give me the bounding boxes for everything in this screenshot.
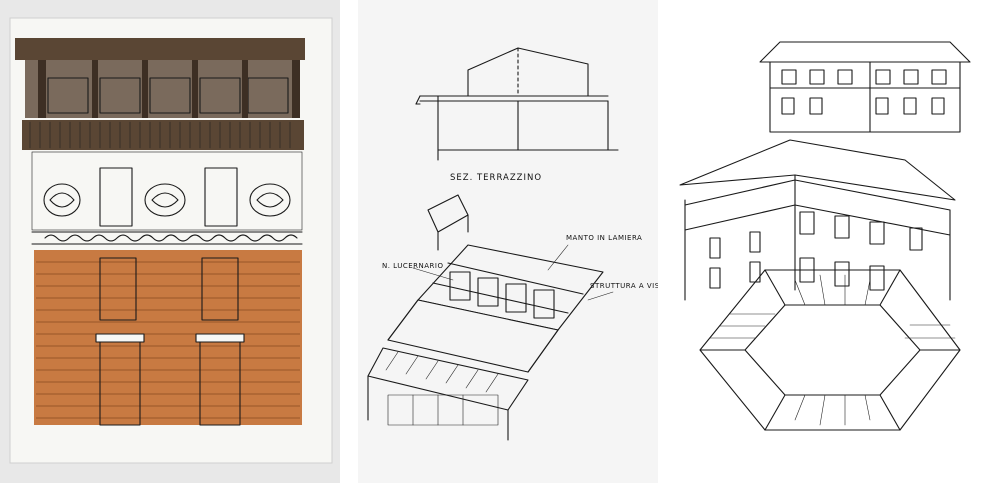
- facade-sketch: [9, 17, 333, 464]
- frieze: [31, 151, 303, 231]
- terrace-sketch-panel: SEZ. TERRAZZINO: [358, 0, 658, 483]
- attic-wall: [25, 60, 295, 118]
- cornice-hatching: [29, 121, 291, 149]
- main-cornice: [22, 120, 304, 150]
- axonometric-skylight: [367, 194, 604, 441]
- upper-facade: [759, 41, 971, 133]
- terrace-sketches: SEZ. TERRAZZINO: [367, 47, 658, 441]
- frieze-windows: [99, 167, 238, 227]
- frieze-ornaments: [43, 183, 291, 217]
- svg-text:STRUTTURA A VISTA: STRUTTURA A VISTA: [590, 282, 658, 290]
- building-sketches: [679, 41, 971, 431]
- annotation-manto: MANTO IN LAMIERA: [547, 234, 642, 271]
- window-pediments: [95, 333, 245, 343]
- corner-building: [679, 139, 956, 301]
- section-label: SEZ. TERRAZZINO: [450, 173, 542, 183]
- brick-hatching: [36, 261, 300, 419]
- octagonal-roof: [699, 269, 961, 431]
- building-sketch-panel: [670, 0, 1000, 483]
- facade-sketch-panel: [0, 0, 340, 483]
- top-cornice: [15, 38, 305, 60]
- svg-text:N. LUCERNARIO: N. LUCERNARIO: [382, 262, 444, 270]
- annotation-lucernario: N. LUCERNARIO: [382, 262, 454, 281]
- brick-wall: [34, 250, 302, 425]
- svg-text:MANTO IN LAMIERA: MANTO IN LAMIERA: [566, 234, 642, 242]
- section-drawing: [415, 47, 619, 161]
- attic-piers: [38, 60, 300, 118]
- annotation-struttura: STRUTTURA A VISTA: [587, 282, 658, 301]
- scroll-band: [31, 231, 303, 245]
